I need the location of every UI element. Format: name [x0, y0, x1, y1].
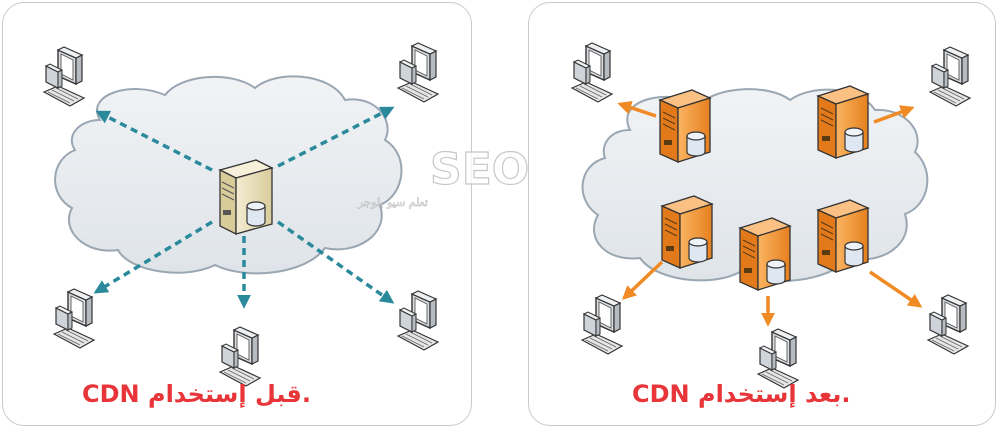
dashed-arrows [93, 106, 395, 309]
edge-server-5 [817, 199, 869, 273]
edge-server-3 [661, 195, 713, 269]
edge-server-2 [817, 85, 869, 159]
computer-icon [397, 42, 439, 103]
origin-server [219, 159, 273, 235]
caption-before-cdn: CDN قبل إستخدام. [82, 380, 311, 408]
arrow-to-top-left [95, 110, 213, 172]
caption-after-cdn: CDN بعد إستخدام. [632, 380, 851, 408]
edge-arrow-bottom-right [869, 270, 923, 308]
watermark-tagline: تعلم سيو بلوجر [357, 196, 428, 209]
database-icon [688, 237, 708, 263]
watermark: SEO تعلم سيو بلوجر [357, 143, 530, 209]
computer-icon [53, 288, 95, 349]
arrow-to-top-right [277, 106, 395, 168]
arrow-to-bottom-left [93, 220, 213, 294]
edge-arrow-top-left [617, 100, 657, 118]
edge-server-4 [739, 217, 791, 291]
computer-icon [929, 46, 971, 107]
edge-arrow-bottom-left [621, 260, 664, 300]
database-icon [844, 127, 864, 153]
database-icon [844, 241, 864, 267]
computer-icon [43, 46, 85, 107]
solid-arrows [617, 100, 923, 327]
database-icon [246, 201, 266, 227]
computer-icon [581, 294, 623, 355]
database-icon [686, 131, 706, 157]
edge-arrow-top-right [873, 105, 915, 124]
computer-icon [571, 42, 613, 103]
computer-icon [219, 326, 261, 387]
watermark-logo: SEO [430, 144, 529, 195]
database-icon [766, 259, 786, 285]
computer-icon [397, 290, 439, 351]
edge-server-1 [659, 89, 711, 163]
computer-icon [927, 294, 969, 355]
